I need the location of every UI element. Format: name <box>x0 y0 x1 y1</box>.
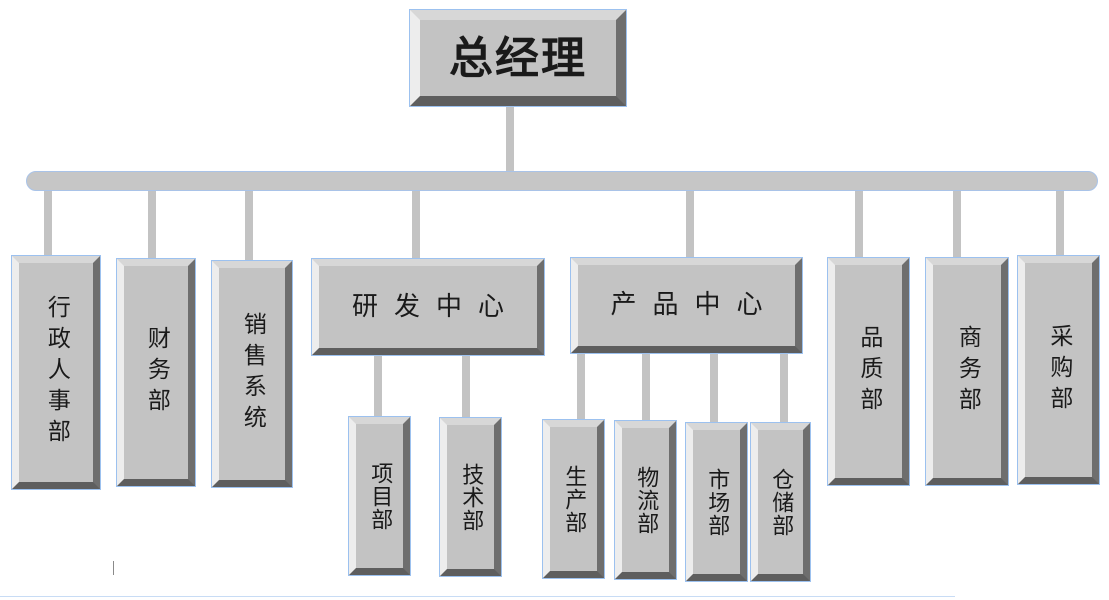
connector-line-purchasing <box>1056 189 1064 260</box>
child-label-tech-dept: 技术部 <box>458 462 484 532</box>
child-box-market-dept: 市场部 <box>685 422 748 582</box>
connector-line-sales <box>245 189 253 265</box>
rd-center-label: 研发中心 <box>351 291 520 322</box>
dept-label-sales: 销售系统 <box>239 312 266 436</box>
child-box-production-dept: 生产部 <box>542 419 605 579</box>
general-manager-label: 总经理 <box>449 32 587 84</box>
dept-label-business: 商务部 <box>954 325 981 418</box>
dept-box-hr: 行政人事部 <box>11 255 101 490</box>
child-label-storage-dept: 仓储部 <box>768 467 794 537</box>
dept-box-sales: 销售系统 <box>211 260 293 488</box>
rd-center-box: 研发中心 <box>311 258 545 356</box>
horizontal-bus-bar <box>26 171 1098 191</box>
child-box-project-dept: 项目部 <box>348 416 411 576</box>
text-cursor-mark <box>113 561 114 575</box>
bottom-rule-line <box>0 596 955 597</box>
connector-line-product-center <box>686 189 694 263</box>
connector-line-finance <box>148 189 156 263</box>
product-center-box: 产品中心 <box>570 257 803 354</box>
dept-label-quality: 品质部 <box>855 325 882 418</box>
connector-line-tech-dept <box>462 352 470 423</box>
child-label-market-dept: 市场部 <box>704 467 730 537</box>
connector-line-hr <box>44 189 52 260</box>
dept-label-purchasing: 采购部 <box>1045 323 1072 417</box>
gm-connector-line <box>506 105 514 175</box>
dept-box-purchasing: 采购部 <box>1017 255 1100 485</box>
connector-line-rd-center <box>412 189 420 263</box>
child-box-storage-dept: 仓储部 <box>750 422 811 582</box>
dept-box-quality: 品质部 <box>827 257 910 486</box>
dept-label-hr: 行政人事部 <box>43 295 70 450</box>
child-label-logistics-dept: 物流部 <box>633 465 659 535</box>
dept-label-finance: 财务部 <box>143 326 170 419</box>
child-box-logistics-dept: 物流部 <box>614 420 677 580</box>
connector-line-market-dept <box>710 352 718 427</box>
product-center-label: 产品中心 <box>610 290 779 321</box>
child-label-project-dept: 项目部 <box>367 461 393 531</box>
child-box-tech-dept: 技术部 <box>439 417 502 577</box>
connector-line-quality <box>855 189 863 260</box>
connector-line-production-dept <box>577 352 585 427</box>
general-manager-box: 总经理 <box>409 9 627 107</box>
child-label-production-dept: 生产部 <box>561 464 587 534</box>
dept-box-finance: 财务部 <box>116 258 196 487</box>
dept-box-business: 商务部 <box>925 257 1009 486</box>
connector-line-storage-dept <box>780 352 788 427</box>
connector-line-logistics-dept <box>642 352 650 427</box>
connector-line-project-dept <box>374 352 382 423</box>
connector-line-business <box>953 189 961 262</box>
